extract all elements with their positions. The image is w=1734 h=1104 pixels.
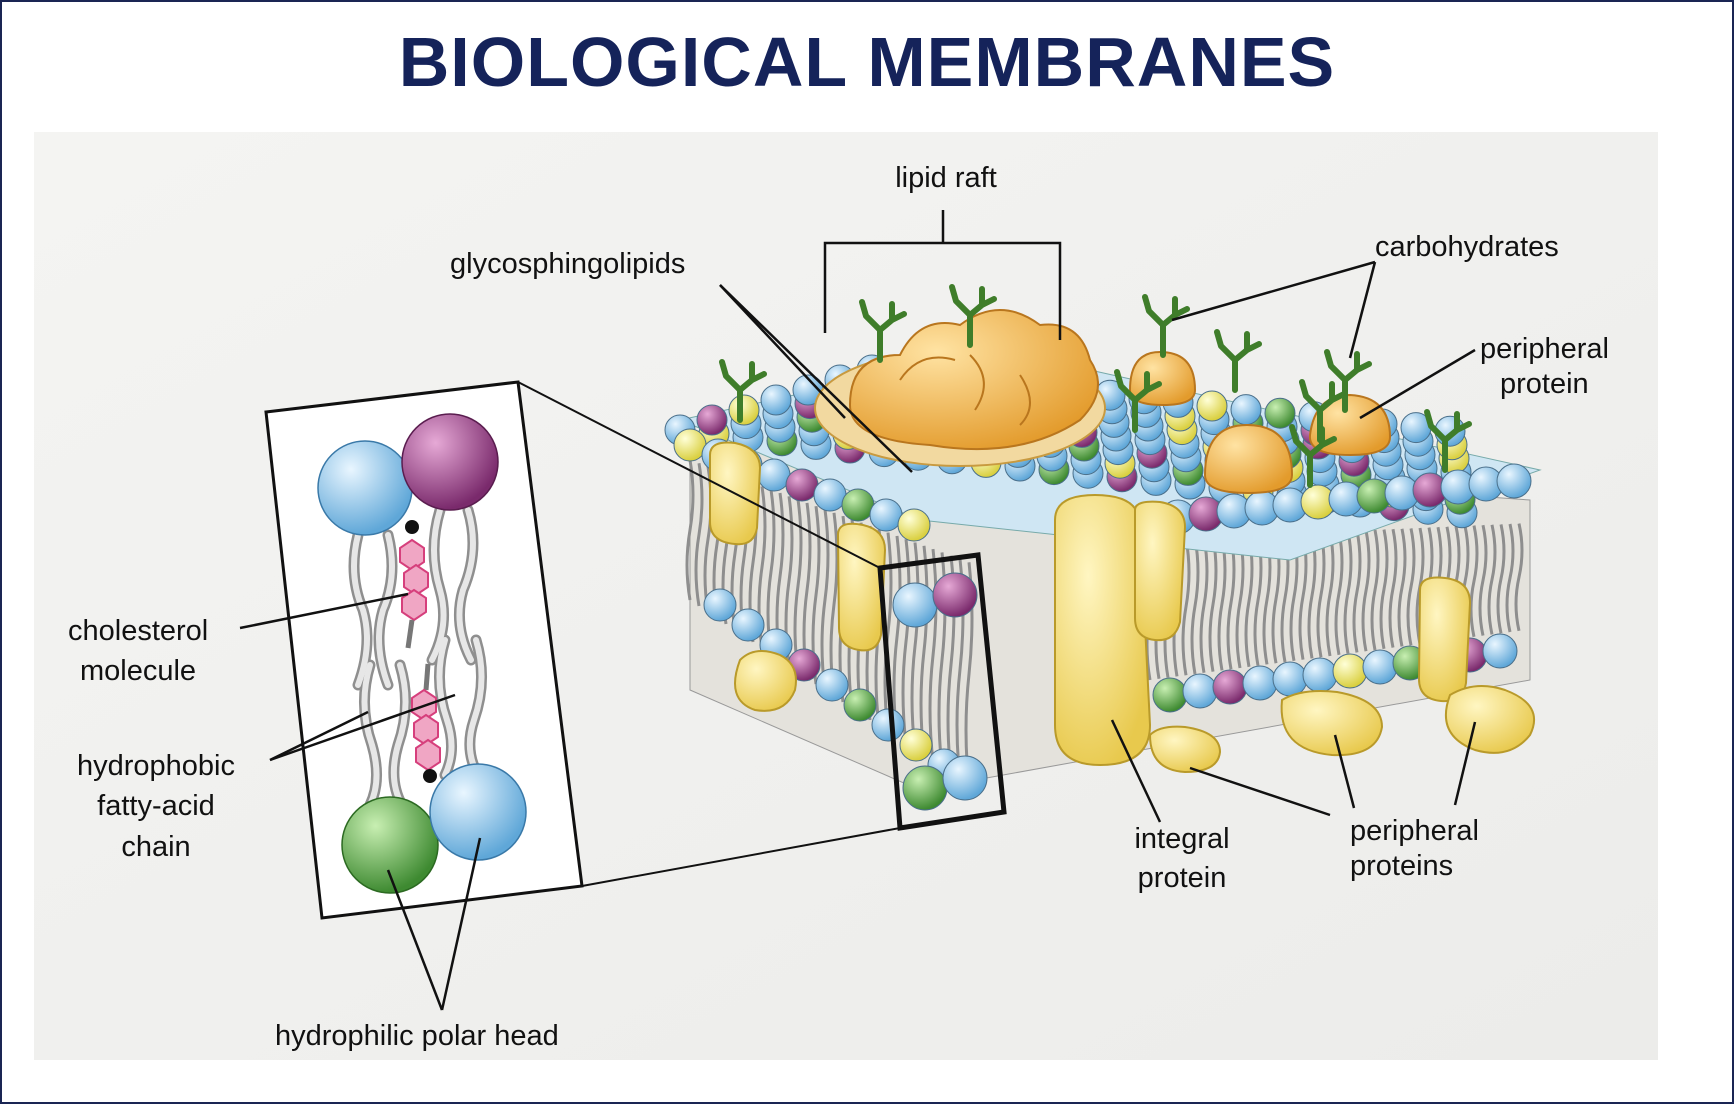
label-peripheral-protein-line2: protein xyxy=(1500,368,1589,400)
label-hydrophilic-polar-head: hydrophilic polar head xyxy=(275,1020,559,1052)
page-title: BIOLOGICAL MEMBRANES xyxy=(398,23,1336,101)
lipid-head xyxy=(813,478,847,512)
zoom-region-box xyxy=(877,552,1007,831)
lipid-head xyxy=(871,708,905,742)
lipid-head xyxy=(785,468,819,502)
integral-protein-front xyxy=(836,522,887,652)
lipid-head xyxy=(1212,669,1248,705)
carbohydrate-chains xyxy=(719,284,1472,488)
lipid-head xyxy=(703,588,737,622)
carbohydrate-chain xyxy=(1142,294,1190,358)
lipid-head xyxy=(841,488,875,522)
lipid-head xyxy=(869,498,903,532)
label-carbohydrates: carbohydrates xyxy=(1375,231,1559,263)
label-cholesterol-line2: molecule xyxy=(80,655,196,687)
lipid-head xyxy=(1496,463,1532,499)
label-peripheral-proteins-line2: proteins xyxy=(1350,850,1453,882)
carbohydrate-chain xyxy=(1299,379,1347,443)
lipid-head xyxy=(673,428,707,462)
lipid-raft-cluster xyxy=(814,309,1106,467)
labels: lipid raft glycosphingolipids carbohydra… xyxy=(68,162,1609,1052)
peripheral-protein-top-2 xyxy=(1203,423,1294,495)
label-lipid-raft: lipid raft xyxy=(895,162,997,194)
lipid-head xyxy=(932,572,978,618)
membrane-block xyxy=(664,284,1542,831)
lipid-head xyxy=(902,765,948,811)
carbohydrate-chain xyxy=(1289,424,1337,488)
lipid-head xyxy=(815,668,849,702)
carbohydrate-chain xyxy=(719,359,767,423)
carbohydrate-chain xyxy=(1424,409,1472,473)
integral-protein-right xyxy=(1417,576,1472,703)
cholesterol-upper xyxy=(399,520,429,649)
label-hydrophobic-line1: hydrophobic xyxy=(77,750,235,782)
lipid-head xyxy=(897,508,931,542)
carbohydrate-chain xyxy=(1324,349,1372,413)
lipid-head xyxy=(843,688,877,722)
lipid-head xyxy=(757,458,791,492)
carbohydrate-chain xyxy=(1114,369,1162,433)
lipid-head xyxy=(728,394,760,426)
label-integral-protein-line1: integral xyxy=(1134,823,1229,855)
label-peripheral-proteins-line1: peripheral xyxy=(1350,815,1479,847)
peripheral-protein-bottom-3 xyxy=(1445,685,1535,754)
lipid-head xyxy=(1362,649,1398,685)
lipid-head xyxy=(1230,394,1262,426)
lipid-head xyxy=(1196,390,1228,422)
carbohydrate-chain xyxy=(949,284,997,348)
inner-leaflet-heads xyxy=(703,572,1518,811)
lipid-head xyxy=(760,384,792,416)
carbohydrate-chain xyxy=(859,299,907,363)
lipid-head xyxy=(1152,677,1188,713)
lipid-head xyxy=(696,404,728,436)
lipid-head xyxy=(1264,397,1296,429)
integral-protein-large xyxy=(1054,493,1152,767)
label-integral-protein-line2: protein xyxy=(1138,862,1227,894)
lipid-head xyxy=(1182,673,1218,709)
lipid-head xyxy=(1242,665,1278,701)
lipid-head xyxy=(1302,657,1338,693)
zoom-inset xyxy=(264,380,901,920)
label-cholesterol-line1: cholesterol xyxy=(68,615,208,647)
integral-protein-side xyxy=(1134,500,1187,642)
leader-lines xyxy=(239,210,1477,1011)
inset-connector-bottom xyxy=(581,827,901,887)
raft-protein xyxy=(848,309,1099,451)
inset-head-green-bottom xyxy=(341,796,439,894)
lipid-head xyxy=(1272,661,1308,697)
inset-head-blue-top xyxy=(317,440,413,536)
lipid-head xyxy=(1332,653,1368,689)
lipid-head xyxy=(942,755,988,801)
peripheral-protein-bottom-1 xyxy=(1148,725,1222,774)
label-peripheral-protein-line1: peripheral xyxy=(1480,333,1609,365)
lipid-head xyxy=(899,728,933,762)
label-glycosphingolipids: glycosphingolipids xyxy=(450,248,685,280)
label-hydrophobic-line3: chain xyxy=(121,831,190,863)
peripheral-protein-bottom-2 xyxy=(1280,690,1384,757)
inset-connector-top xyxy=(517,381,881,569)
lipid-head xyxy=(731,608,765,642)
label-hydrophobic-line2: fatty-acid xyxy=(97,790,215,822)
inset-head-blue-bottom xyxy=(429,763,527,861)
lipid-head xyxy=(1482,633,1518,669)
carbohydrate-chain xyxy=(1214,329,1262,393)
lipid-head xyxy=(892,582,938,628)
peripheral-protein-bottom-left xyxy=(734,650,797,712)
inset-head-purple-top xyxy=(401,413,499,511)
